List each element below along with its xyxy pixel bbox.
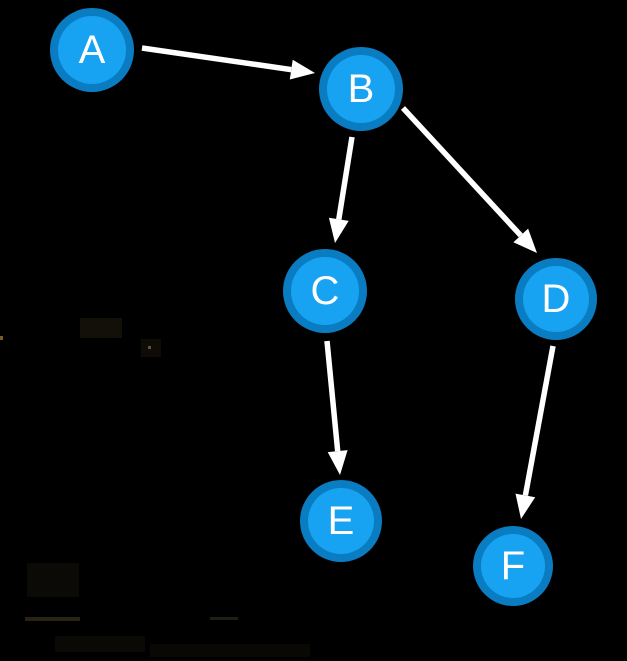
edge-C-E xyxy=(324,340,348,475)
node-label: F xyxy=(501,544,525,588)
edge-line xyxy=(141,45,292,73)
node-fill xyxy=(291,257,359,325)
node-E[interactable]: E xyxy=(300,480,382,562)
edge-line xyxy=(522,345,556,496)
edge-D-F xyxy=(515,345,556,519)
node-fill xyxy=(58,16,126,84)
node-fill xyxy=(308,488,374,554)
node-label: A xyxy=(79,28,106,72)
node-D[interactable]: D xyxy=(515,258,597,340)
node-fill xyxy=(523,266,589,332)
edge-B-D xyxy=(400,106,537,253)
edge-line xyxy=(324,340,341,452)
node-A[interactable]: A xyxy=(50,8,134,92)
edge-arrowhead xyxy=(515,493,536,519)
edge-line xyxy=(400,106,523,238)
node-label: C xyxy=(311,269,340,313)
edge-B-C xyxy=(328,136,355,243)
node-fill xyxy=(327,55,395,123)
edge-arrowhead xyxy=(328,217,349,243)
edge-arrowhead xyxy=(289,59,315,80)
node-fill xyxy=(481,534,545,598)
node-C[interactable]: C xyxy=(283,249,367,333)
node-B[interactable]: B xyxy=(319,47,403,131)
node-label: E xyxy=(328,499,355,543)
edge-arrowhead xyxy=(327,450,348,475)
edge-arrowhead xyxy=(513,228,537,253)
node-F[interactable]: F xyxy=(473,526,553,606)
edge-line xyxy=(336,136,355,220)
edge-A-B xyxy=(141,45,315,80)
node-label: B xyxy=(348,67,375,111)
node-label: D xyxy=(542,277,571,321)
